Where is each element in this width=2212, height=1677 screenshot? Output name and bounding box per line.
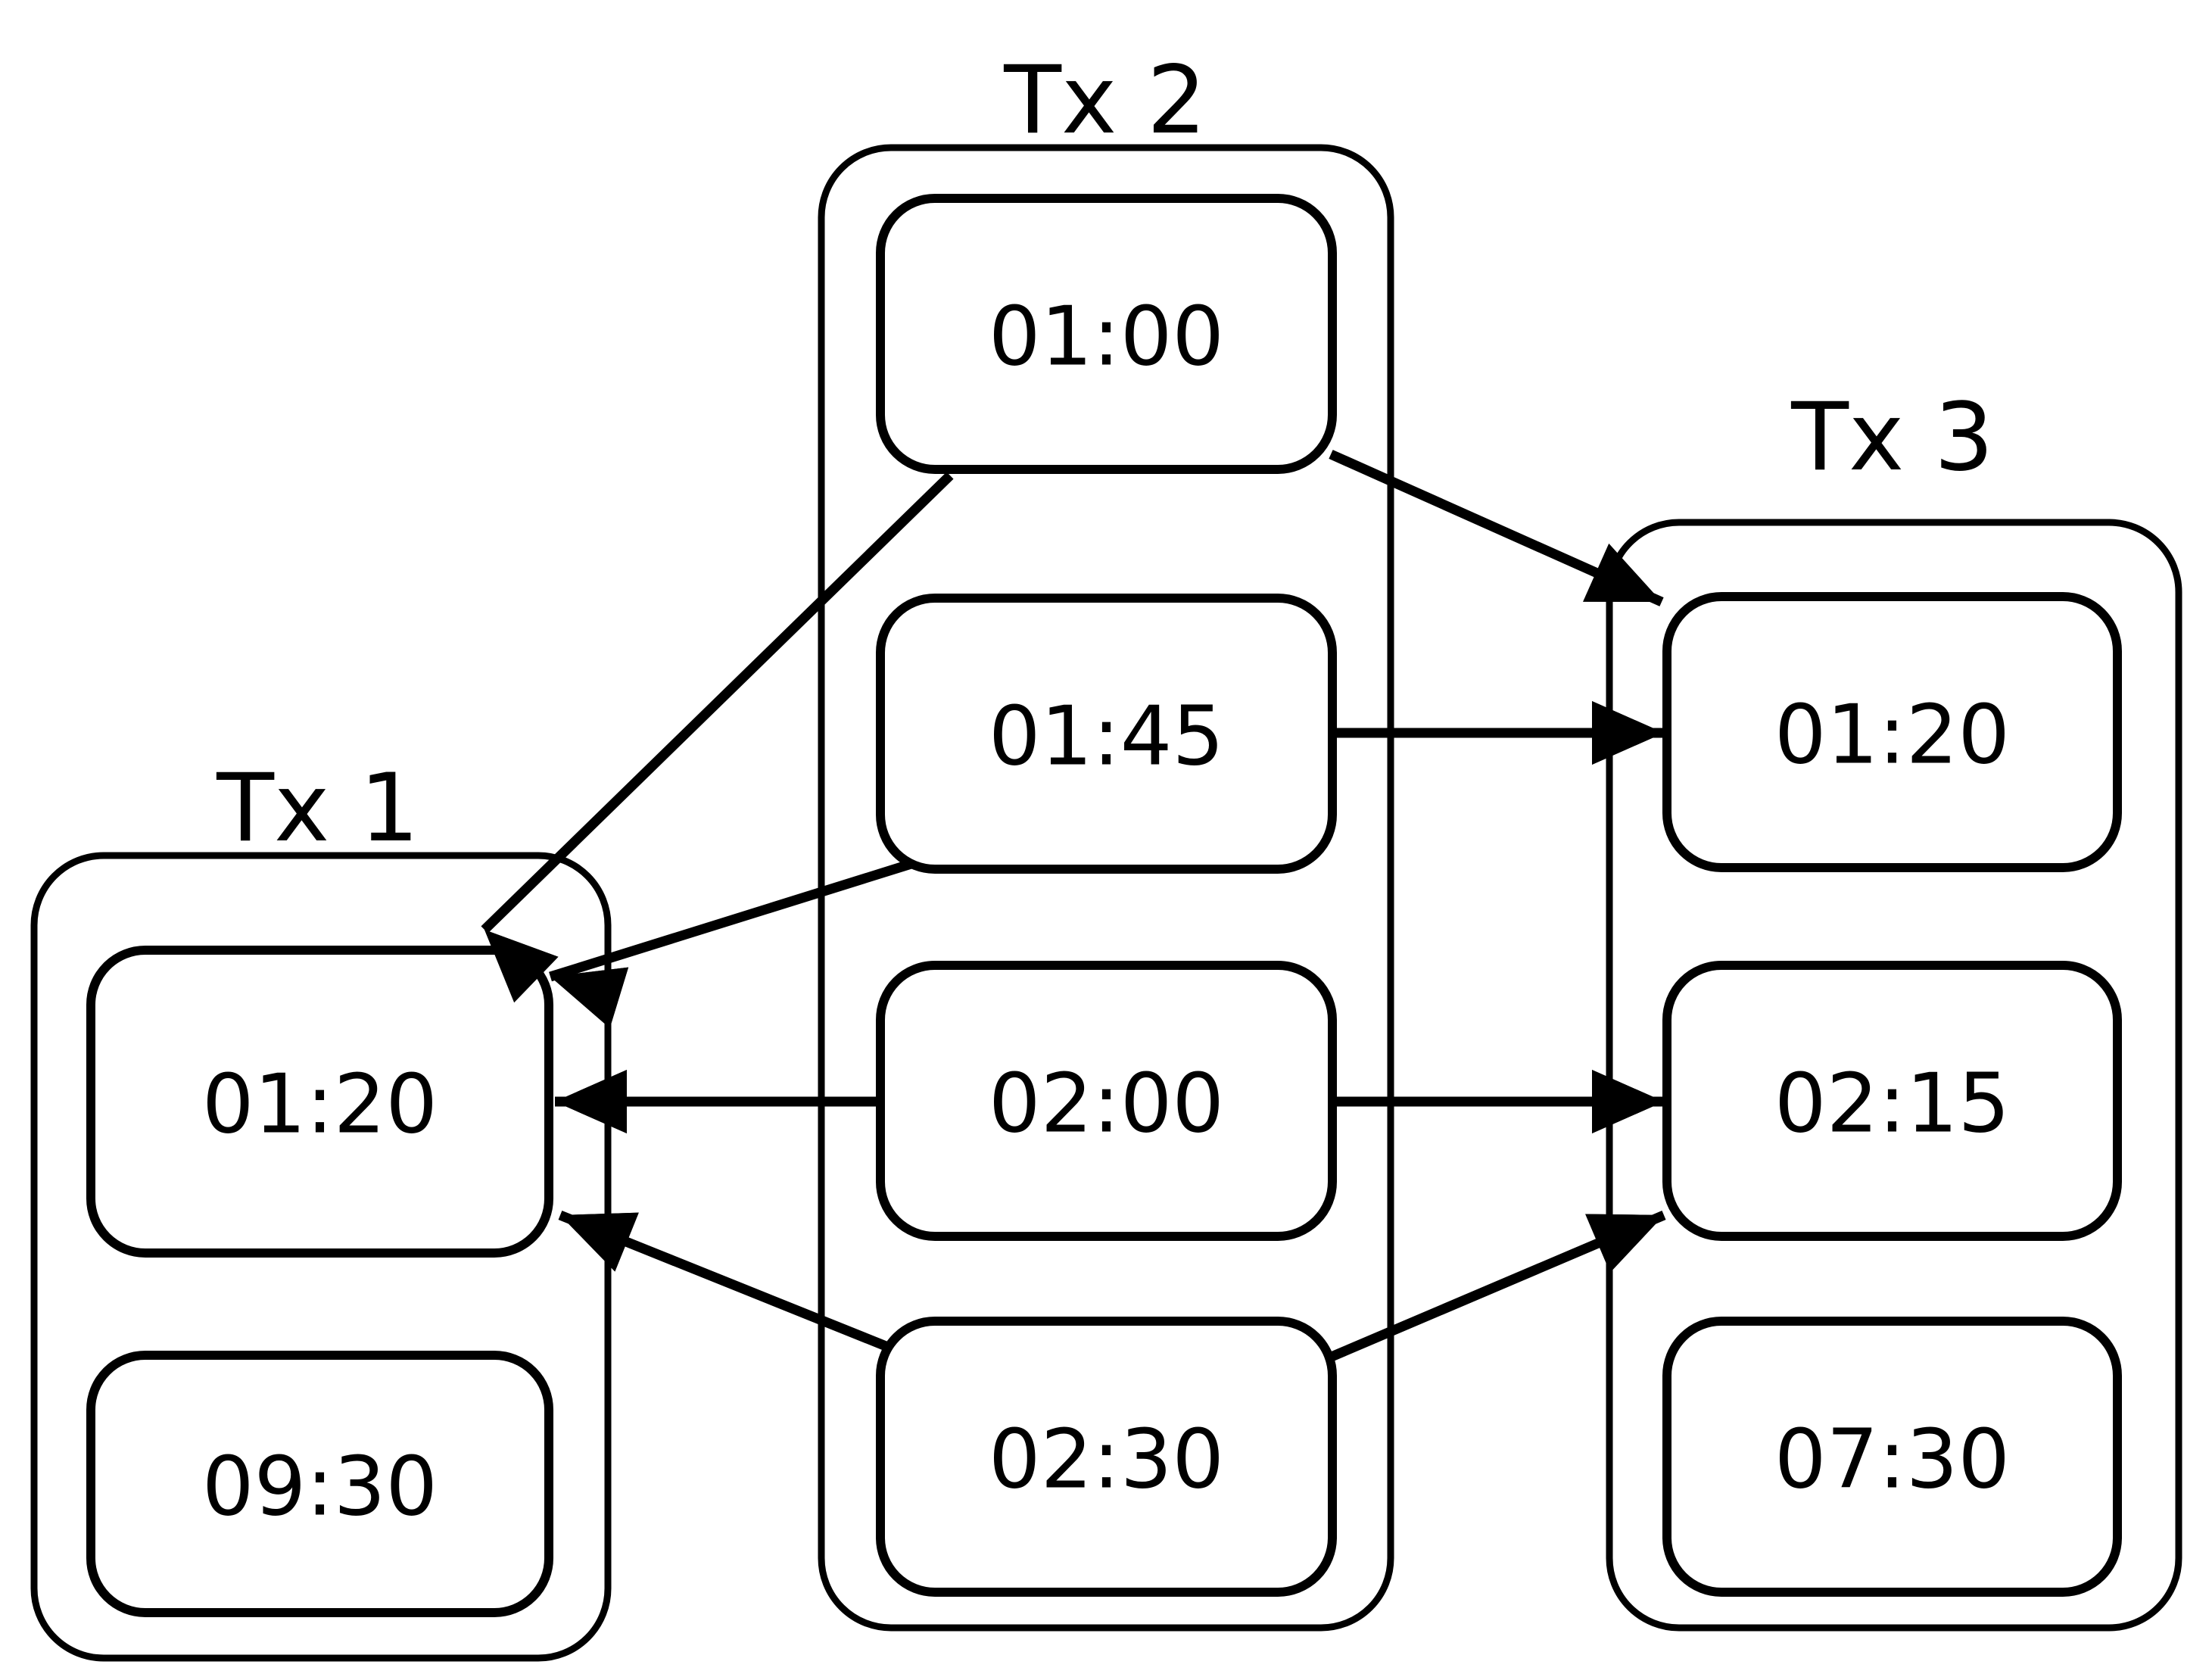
node-box[interactable] <box>876 594 1337 874</box>
node-box[interactable] <box>876 1317 1337 1597</box>
node-box[interactable] <box>1662 592 2122 872</box>
node-tx3-1[interactable]: 02:15 <box>1662 961 2122 1241</box>
arrowhead-icon <box>1583 543 1662 602</box>
node-tx2-2[interactable]: 02:00 <box>876 961 1337 1241</box>
node-box[interactable] <box>1662 1317 2122 1597</box>
arrowhead-icon <box>1592 701 1664 765</box>
node-label: 09:30 <box>202 1440 438 1535</box>
arrowhead-icon <box>555 1070 627 1133</box>
node-box[interactable] <box>876 961 1337 1241</box>
group-title-tx3: Tx 3 <box>1790 383 1993 492</box>
arrowhead-layer <box>484 543 1664 1273</box>
node-label: 02:15 <box>1774 1057 2010 1152</box>
arrowhead-icon <box>550 967 629 1028</box>
group-outline-tx3 <box>1606 519 2182 1632</box>
node-label: 01:20 <box>202 1058 438 1152</box>
group-tx2: 01:00 01:45 02:00 02:30 Tx 2 <box>876 46 1337 1597</box>
arrowhead-icon <box>560 1212 639 1272</box>
node-tx2-0[interactable]: 01:00 <box>876 194 1337 474</box>
node-tx2-1[interactable]: 01:45 <box>876 594 1337 874</box>
arrowhead-icon <box>1585 1214 1664 1273</box>
node-tx3-0[interactable]: 01:20 <box>1662 592 2122 872</box>
node-box[interactable] <box>86 946 553 1258</box>
node-label: 01:45 <box>989 690 1224 784</box>
node-tx1-0[interactable]: 01:20 <box>86 946 553 1258</box>
node-label: 01:00 <box>989 290 1224 385</box>
node-tx3-2[interactable]: 07:30 <box>1662 1317 2122 1597</box>
group-title-tx2: Tx 2 <box>1003 46 1206 155</box>
group-title-tx1: Tx 1 <box>216 754 419 863</box>
group-tx3: 01:20 02:15 07:30 Tx 3 <box>1662 383 2122 1597</box>
node-tx2-3[interactable]: 02:30 <box>876 1317 1337 1597</box>
node-box[interactable] <box>1662 961 2122 1241</box>
group-tx1: 01:20 09:30 Tx 1 <box>86 754 553 1617</box>
arrowhead-icon <box>1592 1070 1664 1133</box>
node-label: 07:30 <box>1774 1413 2010 1507</box>
node-label: 02:30 <box>989 1413 1224 1507</box>
node-box[interactable] <box>876 194 1337 474</box>
node-label: 01:20 <box>1774 688 2010 783</box>
arrowhead-icon <box>484 930 559 1003</box>
node-box[interactable] <box>86 1351 553 1617</box>
node-tx1-1[interactable]: 09:30 <box>86 1351 553 1617</box>
node-label: 02:00 <box>989 1057 1224 1152</box>
